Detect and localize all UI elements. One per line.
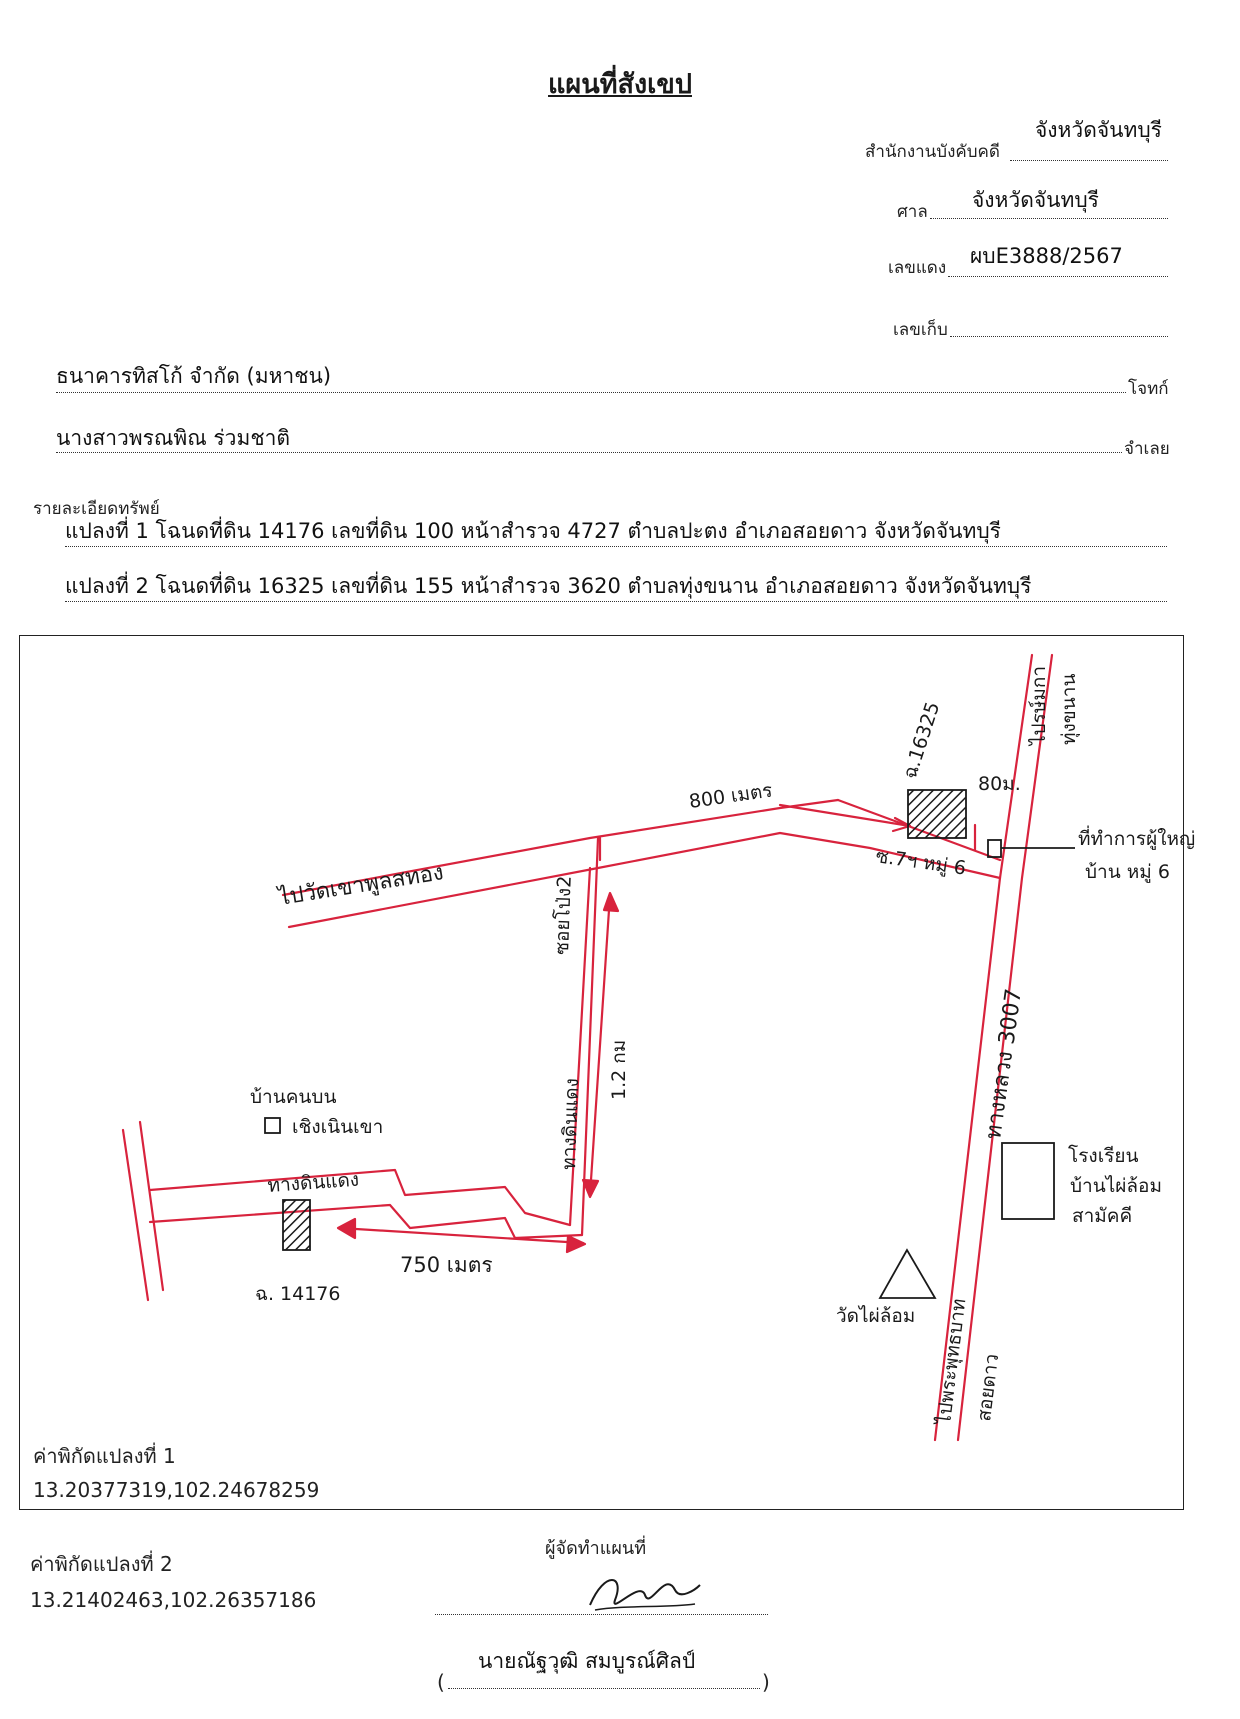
temple-marker xyxy=(878,1248,937,1299)
office-value: จังหวัดจันทบุรี xyxy=(1035,118,1162,142)
plot-14176-marker xyxy=(282,1199,311,1251)
label-to-phraphutthabat: ไปพระพุทธบาท xyxy=(933,1297,971,1427)
label-soi-lane: ซอยโป่ง2 xyxy=(550,875,576,955)
paren-open: ( xyxy=(437,1670,445,1694)
property-plot2: แปลงที่ 2 โฉนดที่ดิน 16325 เลขที่ดิน 155… xyxy=(65,574,1032,598)
label-road-khao-phu-sathong: ไปวัดเขาพูลสทอง xyxy=(275,859,445,911)
label-dirt-road-vertical: ทางดินแดง xyxy=(558,1078,583,1170)
plot2-dots xyxy=(65,601,1167,602)
label-750m: 750 เมตร xyxy=(400,1253,493,1277)
road-north-edge xyxy=(281,798,840,897)
storage-no-label: เลขเก็บ xyxy=(893,320,948,340)
label-school-3: สามัคคี xyxy=(1072,1205,1132,1227)
defendant-name: นางสาวพรณพิณ ร่วมชาติ xyxy=(56,426,291,450)
highway-west-edge xyxy=(933,653,1034,1442)
office-label: สำนักงานบังคับคดี xyxy=(865,142,1000,162)
label-1-2km: 1.2 กม xyxy=(608,1040,630,1100)
label-village-office-2: บ้าน หมู่ 6 xyxy=(1085,861,1170,883)
label-road-thungkhanan-2: ทุ่งขนาน xyxy=(1058,674,1081,745)
coord1-label: ค่าพิกัดแปลงที่ 1 xyxy=(33,1444,176,1468)
label-village-1: บ้านคนบน xyxy=(250,1086,336,1108)
arrow-750m xyxy=(338,1226,585,1245)
red-no-label: เลขแดง xyxy=(888,258,947,278)
road-south-edge xyxy=(287,831,1002,929)
plot-16325-marker xyxy=(907,789,967,839)
map-frame xyxy=(19,635,1184,1510)
court-dots xyxy=(930,218,1168,219)
label-school-1: โรงเรียน xyxy=(1068,1144,1139,1167)
label-village-office-1: ที่ทำการผู้ใหญ่ xyxy=(1078,825,1195,850)
village-office-marker xyxy=(987,839,1002,858)
coord2-value: 13.21402463,102.26357186 xyxy=(30,1588,317,1612)
soi-east-edge xyxy=(580,836,600,1237)
office-dots xyxy=(1010,160,1168,161)
maker-label: ผู้จัดทำแผนที่ xyxy=(545,1538,647,1559)
label-deed-16325: ฉ.16325 xyxy=(899,699,944,781)
arrow-1-2km xyxy=(588,893,612,1197)
signature-dots xyxy=(435,1614,768,1615)
maker-name: นายณัฐวุฒิ สมบูรณ์ศิลป์ xyxy=(478,1649,696,1673)
lower-road-south-edge xyxy=(148,1203,584,1240)
defendant-label: จำเลย xyxy=(1124,439,1170,459)
red-no-value: ผบE3888/2567 xyxy=(970,244,1123,268)
storage-no-dots xyxy=(950,336,1168,337)
property-plot1: แปลงที่ 1 โฉนดที่ดิน 14176 เลขที่ดิน 100… xyxy=(65,519,1001,543)
plaintiff-name: ธนาคารทิสโก้ จำกัด (มหาชน) xyxy=(56,364,332,388)
plaintiff-dots xyxy=(56,392,1126,393)
highway-east-edge xyxy=(956,653,1054,1442)
label-soi-moo6: ซ.7ฯ หมู่ 6 xyxy=(874,845,967,879)
label-temple: วัดไผ่ล้อม xyxy=(836,1305,915,1327)
court-value: จังหวัดจันทบุรี xyxy=(972,188,1099,212)
left-road-east-edge xyxy=(138,1120,165,1292)
village-marker xyxy=(264,1117,281,1134)
page-title: แผนที่สังเขป xyxy=(548,69,692,100)
property-label: รายละเอียดทรัพย์ xyxy=(33,499,160,519)
signature xyxy=(589,1579,701,1611)
label-deed-14176: ฉ. 14176 xyxy=(255,1283,340,1305)
arrow-800m xyxy=(778,803,912,828)
defendant-dots xyxy=(56,452,1122,453)
label-800m: 800 เมตร xyxy=(688,779,774,812)
label-to-soidao: สอยดาว xyxy=(973,1353,1003,1423)
label-dirt-road-horizontal: ทางดินแดง xyxy=(267,1169,360,1197)
label-80m: 80ม. xyxy=(978,773,1021,795)
plaintiff-label: โจทก์ xyxy=(1128,379,1169,399)
label-school-2: บ้านไผ่ล้อม xyxy=(1070,1175,1162,1197)
red-no-dots xyxy=(948,276,1168,277)
soi-west-edge xyxy=(568,866,592,1227)
paren-close: ) xyxy=(762,1670,770,1694)
label-road-thungkhanan-1: ไปรษ์มกา xyxy=(1028,666,1050,747)
lower-road-north-edge xyxy=(148,1168,572,1227)
label-highway: ทางหลวง 3007 xyxy=(981,987,1027,1141)
coord2-label: ค่าพิกัดแปลงที่ 2 xyxy=(30,1552,173,1576)
left-road-west-edge xyxy=(121,1128,150,1302)
court-label: ศาล xyxy=(897,202,928,222)
maker-name-dots xyxy=(448,1688,760,1689)
label-village-2: เชิงเนินเขา xyxy=(292,1116,383,1138)
school-marker xyxy=(1001,1142,1055,1220)
coord1-value: 13.20377319,102.24678259 xyxy=(33,1478,320,1502)
plot1-dots xyxy=(65,546,1167,547)
